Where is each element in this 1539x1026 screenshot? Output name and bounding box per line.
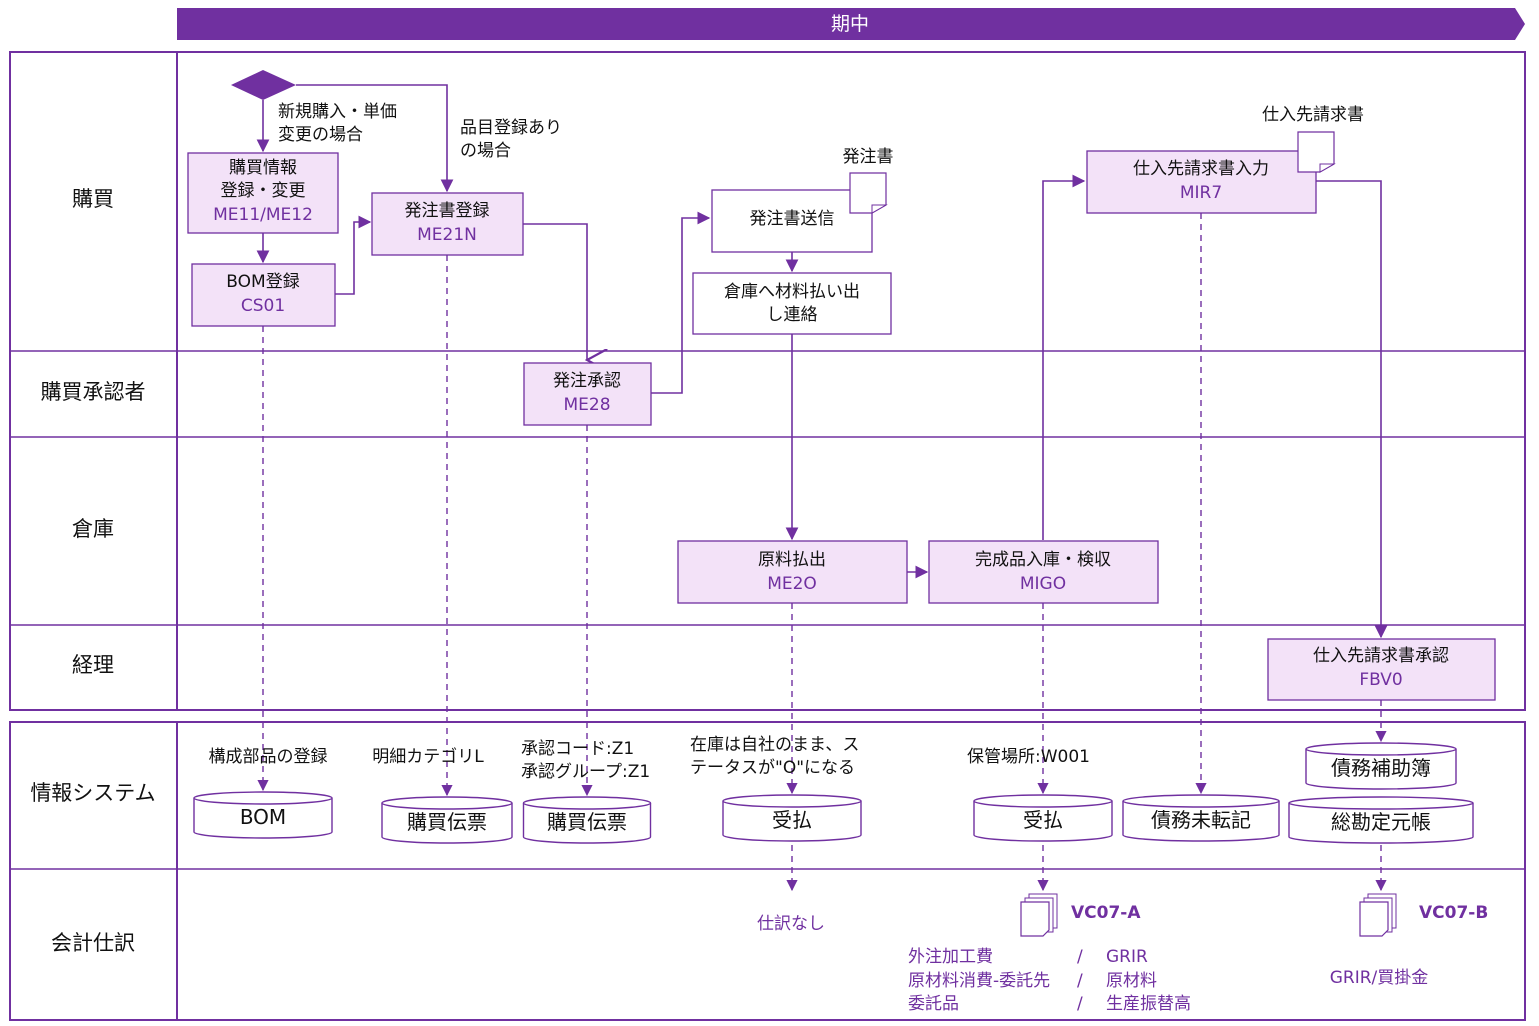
lower-swimlane-frame — [9, 721, 1526, 1021]
db-stock-movement: 受払 — [973, 794, 1113, 842]
upper-swimlane-frame — [9, 51, 1526, 711]
db-stock-movement-label: 受払 — [1023, 808, 1063, 832]
lane-journal: 会計仕訳 — [51, 931, 135, 955]
svg-text:MIR7: MIR7 — [1180, 183, 1222, 203]
step-material-issue: 原料払出 ME2O — [677, 540, 908, 604]
note-approval-code: 承認コード:Z1 — [521, 739, 634, 759]
journal-debit: 原材料消費-委託先 — [908, 971, 1050, 991]
svg-text:仕入先請求書承認: 仕入先請求書承認 — [1313, 646, 1449, 666]
journal-code-vc07b: VC07-B — [1419, 903, 1488, 923]
journal-document-icon — [1359, 893, 1397, 937]
svg-text:原料払出: 原料払出 — [758, 550, 826, 570]
lane-approver: 購買承認者 — [41, 380, 146, 404]
svg-text:登録・変更: 登録・変更 — [221, 181, 306, 201]
db-stock-movement-label: 受払 — [772, 808, 812, 832]
journal-entries-vc07a: 外注加工費 / GRIR 原材料消費-委託先 / 原材料 委託品 / 生産振替高 — [908, 947, 1191, 1014]
step-purchase-info: 購買情報 登録・変更 ME11/ME12 — [187, 152, 339, 234]
svg-text:完成品入庫・検収: 完成品入庫・検収 — [975, 550, 1111, 570]
journal-no-entry: 仕訳なし — [757, 914, 825, 934]
journal-separator: / — [1077, 971, 1083, 991]
svg-text:し連絡: し連絡 — [767, 305, 818, 325]
step-bom-register: BOM登録 CS01 — [191, 263, 336, 327]
journal-separator: / — [1077, 947, 1083, 967]
db-purchase-slip: 購買伝票 — [381, 796, 513, 844]
db-debt-subledger: 債務補助簿 — [1305, 742, 1457, 790]
svg-text:MIGO: MIGO — [1020, 574, 1066, 594]
note-stock-status-2: テータスが"O"になる — [690, 758, 855, 778]
journal-credit: 生産振替高 — [1106, 994, 1191, 1014]
svg-text:ME11/ME12: ME11/ME12 — [213, 205, 313, 225]
branch-item-line2: の場合 — [460, 141, 511, 161]
period-header-label: 期中 — [831, 13, 869, 35]
svg-text:発注書登録: 発注書登録 — [405, 201, 490, 221]
step-po-register: 発注書登録 ME21N — [371, 192, 524, 256]
db-stock-movement: 受払 — [722, 794, 862, 842]
step-invoice-approval: 仕入先請求書承認 FBV0 — [1267, 638, 1496, 701]
db-bom-label: BOM — [240, 805, 286, 829]
svg-text:ME28: ME28 — [563, 395, 610, 415]
note-approval-group: 承認グループ:Z1 — [521, 762, 650, 782]
svg-text:ME2O: ME2O — [767, 574, 817, 594]
db-purchase-slip: 購買伝票 — [522, 796, 652, 844]
svg-text:購買情報: 購買情報 — [229, 158, 297, 178]
note-stock-status-1: 在庫は自社のまま、ス — [690, 735, 859, 755]
lane-info-system: 情報システム — [30, 781, 155, 805]
db-debt-subledger-label: 債務補助簿 — [1331, 756, 1431, 780]
svg-text:倉庫へ材料払い出: 倉庫へ材料払い出 — [724, 282, 860, 302]
branch-new-line1: 新規購入・単価 — [278, 102, 397, 122]
journal-separator: / — [1077, 994, 1083, 1014]
step-po-send: 発注書送信 — [711, 189, 873, 253]
journal-debit: 委託品 — [908, 994, 959, 1014]
journal-document-icon — [1020, 893, 1058, 937]
lane-warehouse: 倉庫 — [72, 517, 114, 541]
branch-new-line2: 変更の場合 — [278, 125, 363, 145]
journal-code-vc07a: VC07-A — [1071, 903, 1141, 923]
svg-text:仕入先請求書入力: 仕入先請求書入力 — [1133, 159, 1269, 179]
invoice-document-label: 仕入先請求書 — [1262, 105, 1364, 125]
data-connectors — [257, 213, 1387, 892]
note-item-category: 明細カテゴリL — [372, 746, 484, 767]
note-component-registration: 構成部品の登録 — [209, 747, 328, 767]
db-purchase-slip-label: 購買伝票 — [407, 810, 487, 834]
branch-item-line1: 品目登録あり — [460, 118, 562, 138]
journal-credit: 原材料 — [1106, 971, 1157, 991]
journal-entry-vc07b: GRIR/買掛金 — [1330, 968, 1429, 988]
decision-diamond — [231, 70, 296, 100]
po-document-label: 発注書 — [843, 147, 894, 167]
svg-text:FBV0: FBV0 — [1359, 670, 1402, 690]
db-purchase-slip-label: 購買伝票 — [547, 810, 627, 834]
journal-credit: GRIR — [1106, 947, 1148, 967]
journal-debit: 外注加工費 — [908, 947, 993, 967]
flow-connectors — [256, 84, 1388, 639]
db-unposted-debt-label: 債務未転記 — [1151, 808, 1251, 832]
svg-text:ME21N: ME21N — [417, 225, 477, 245]
lane-accounting: 経理 — [72, 653, 114, 677]
db-unposted-debt: 債務未転記 — [1122, 794, 1280, 842]
svg-text:発注承認: 発注承認 — [553, 371, 621, 391]
lane-purchasing: 購買 — [72, 187, 114, 211]
step-invoice-entry: 仕入先請求書入力 MIR7 — [1086, 150, 1317, 214]
svg-text:CS01: CS01 — [241, 296, 285, 316]
step-po-approval: 発注承認 ME28 — [523, 362, 652, 426]
step-notify-warehouse: 倉庫へ材料払い出 し連絡 — [692, 272, 892, 335]
period-header-bar — [177, 8, 1525, 40]
svg-text:BOM登録: BOM登録 — [226, 272, 299, 292]
db-general-ledger-label: 総勘定元帳 — [1331, 810, 1431, 834]
note-storage-location: 保管場所:W001 — [967, 747, 1090, 767]
db-bom: BOM — [193, 791, 333, 839]
step-goods-receipt: 完成品入庫・検収 MIGO — [928, 540, 1159, 604]
svg-text:発注書送信: 発注書送信 — [750, 209, 835, 229]
db-general-ledger: 総勘定元帳 — [1288, 796, 1474, 844]
